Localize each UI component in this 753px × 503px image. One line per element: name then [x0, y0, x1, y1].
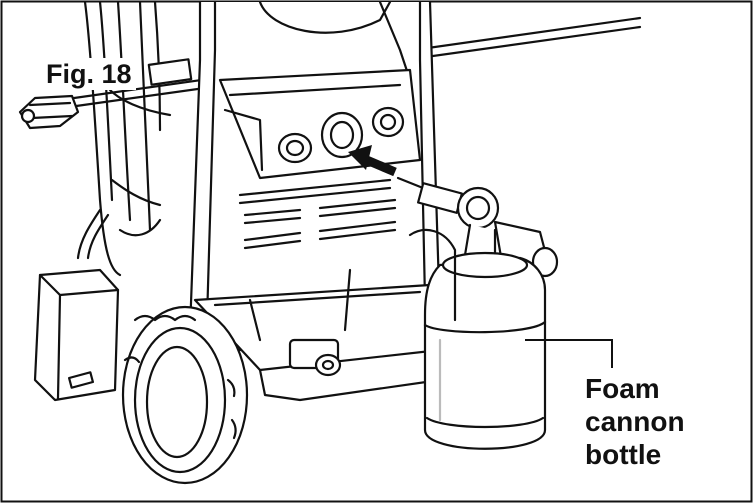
callout-line-2: cannon	[585, 406, 685, 437]
callout-line-3: bottle	[585, 439, 662, 470]
nozzle-socket-center	[320, 111, 364, 159]
figure-label: Fig. 18	[42, 58, 136, 90]
hose-coil	[83, 0, 172, 277]
callout-leader	[525, 339, 613, 368]
foam-cannon-bottle-callout: Foam cannon bottle	[585, 372, 735, 471]
nozzle-socket-left	[277, 132, 313, 164]
water-inlet	[288, 338, 342, 377]
foam-cannon-bottle	[423, 251, 547, 450]
arrow-icon	[348, 145, 397, 177]
wheel	[121, 305, 249, 485]
power-plug	[33, 208, 120, 402]
callout-line-1: Foam	[585, 373, 660, 404]
wand-nozzle	[18, 94, 80, 130]
nozzle-socket-right	[371, 106, 405, 138]
vent-slots	[238, 178, 397, 250]
